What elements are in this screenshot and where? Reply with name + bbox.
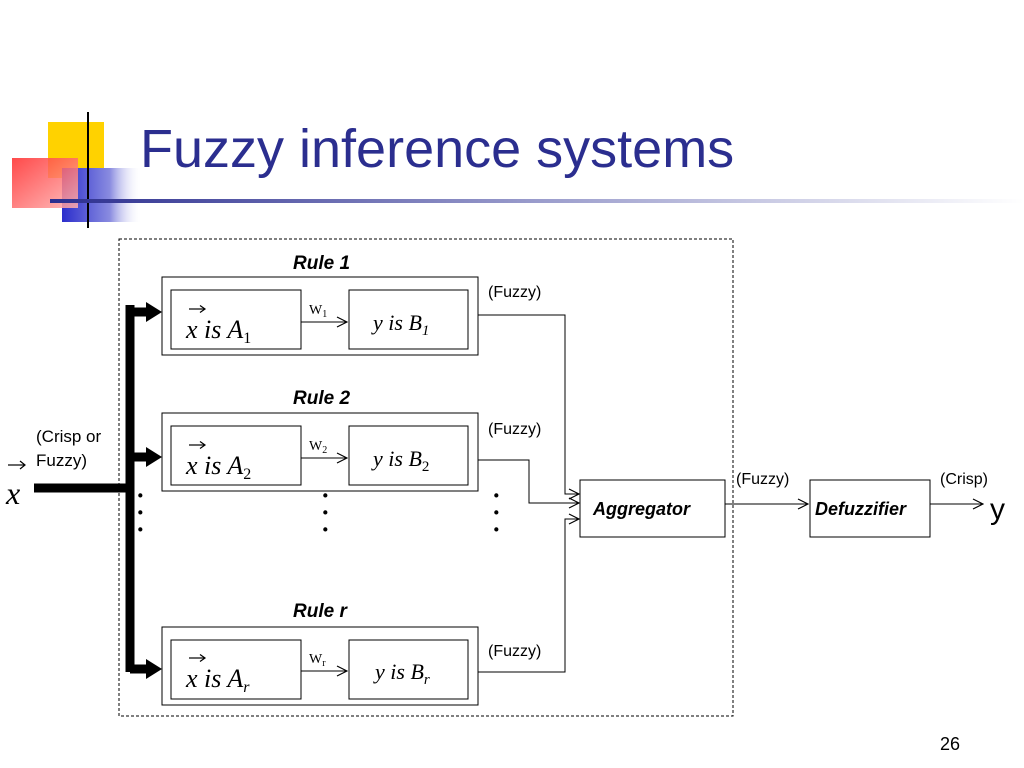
rule-r-weight: Wr bbox=[309, 652, 326, 669]
input-label-line1: (Crisp or bbox=[36, 427, 102, 446]
bus-arrow-rule-2 bbox=[130, 447, 162, 467]
svg-text:·: · bbox=[492, 515, 501, 544]
input-symbol: x bbox=[5, 475, 20, 511]
svg-text:·: · bbox=[321, 515, 330, 544]
ellipsis-outputs: · · · bbox=[492, 481, 501, 544]
rule-r-title: Rule r bbox=[293, 601, 348, 622]
rule-2-antecedent: x is A2 bbox=[185, 451, 251, 483]
rule-base-container bbox=[118, 238, 734, 717]
aggregator-label: Aggregator bbox=[592, 499, 691, 519]
rule-1-antecedent: x is A1 bbox=[185, 315, 251, 347]
defuzzifier-output-label: (Crisp) bbox=[940, 471, 988, 488]
rule-r-antecedent-box bbox=[170, 639, 302, 700]
rule-2-consequent-box bbox=[348, 425, 469, 486]
title-underline bbox=[50, 199, 1024, 203]
rule-2-to-aggregator bbox=[478, 459, 579, 503]
bus-arrow-rule-r bbox=[130, 659, 162, 679]
svg-text:·: · bbox=[492, 481, 501, 510]
defuzzifier-box bbox=[809, 479, 931, 538]
page-number: 26 bbox=[940, 734, 961, 754]
slide-decoration bbox=[12, 112, 1024, 228]
input-label-line2: Fuzzy) bbox=[36, 451, 87, 470]
rule-1-title: Rule 1 bbox=[293, 253, 350, 274]
rule-r-consequent-box bbox=[348, 639, 469, 700]
svg-text:·: · bbox=[136, 498, 145, 527]
rule-r-to-aggregator bbox=[478, 519, 579, 673]
rule-r-vector-arrow bbox=[189, 654, 207, 662]
rule-1-consequent-box bbox=[348, 289, 469, 350]
rule-2-title: Rule 2 bbox=[293, 388, 350, 409]
rule-2-vector-arrow bbox=[189, 441, 207, 449]
rule-1-consequent: y is B1 bbox=[371, 310, 429, 339]
rule-1-output-label: (Fuzzy) bbox=[488, 284, 541, 301]
rule-1-vector-arrow bbox=[189, 305, 207, 313]
page-title: Fuzzy inference systems bbox=[140, 119, 735, 179]
svg-text:·: · bbox=[321, 481, 330, 510]
ellipsis-bus: · · · bbox=[136, 481, 145, 544]
aggregator-output-label: (Fuzzy) bbox=[736, 471, 789, 488]
rule-1-weight: W1 bbox=[309, 303, 327, 320]
output-symbol: y bbox=[990, 493, 1005, 526]
rule-2-weight: W2 bbox=[309, 439, 327, 456]
rule-1-to-aggregator bbox=[478, 314, 579, 494]
svg-text:·: · bbox=[321, 498, 330, 527]
rule-2-antecedent-box bbox=[170, 425, 302, 486]
rule-r-consequent: y is Br bbox=[373, 659, 430, 688]
ellipsis-rules: · · · bbox=[321, 481, 330, 544]
svg-text:·: · bbox=[492, 498, 501, 527]
rule-r-antecedent: x is Ar bbox=[185, 664, 250, 696]
aggregator-box bbox=[579, 479, 726, 538]
svg-text:·: · bbox=[136, 515, 145, 544]
defuzzifier-label: Defuzzifier bbox=[815, 499, 907, 519]
svg-text:·: · bbox=[136, 481, 145, 510]
rule-r-output-label: (Fuzzy) bbox=[488, 643, 541, 660]
rule-2-consequent: y is B2 bbox=[371, 446, 429, 475]
input-x: x bbox=[5, 460, 26, 511]
bus-arrow-rule-1 bbox=[130, 302, 162, 322]
rule-2-output-label: (Fuzzy) bbox=[488, 421, 541, 438]
rule-1-antecedent-box bbox=[170, 289, 302, 350]
